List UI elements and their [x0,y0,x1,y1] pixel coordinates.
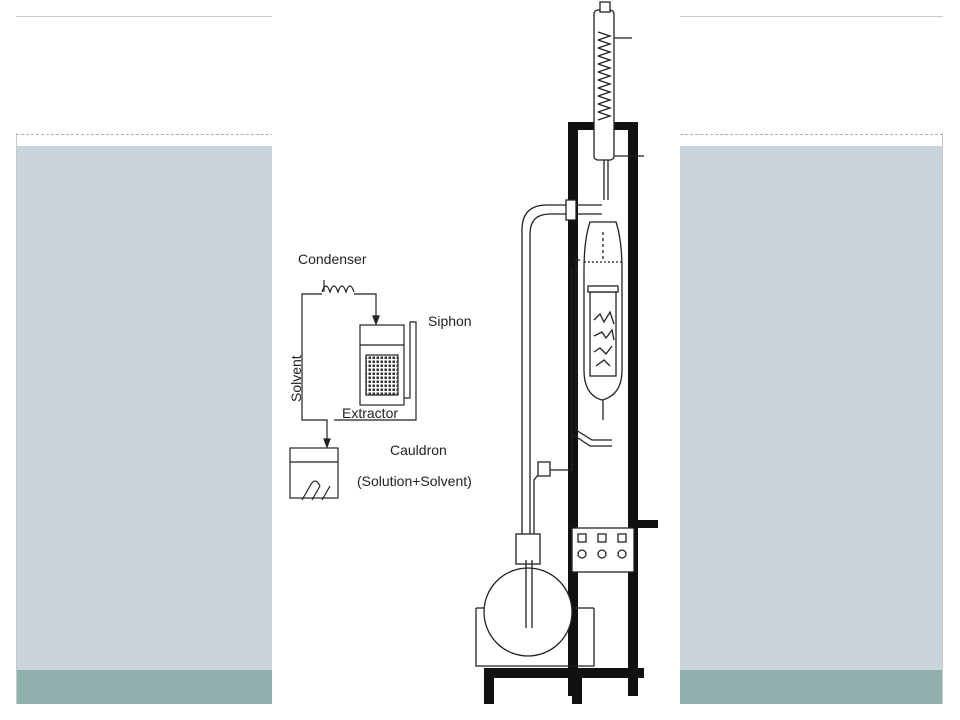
flask-neck [515,533,541,565]
soxhlet-illustration [289,1,658,704]
siphon-label: Siphon [428,313,472,329]
heating-bath [475,608,595,667]
cauldron-box [289,447,339,499]
extractor-sample [365,354,399,396]
solvent-line [301,293,328,443]
soxhlet-figure: Condenser Siphon Solvent Extractor Cauld… [272,0,680,720]
solvent-label: Solvent [288,355,304,402]
siphon-side-tube [575,259,612,441]
condenser-coil [321,285,355,294]
cauldron-label: Cauldron [390,442,447,458]
siphon-tube [334,321,417,421]
stand-base [484,668,644,678]
apparatus [475,1,658,704]
return-tube [533,430,573,548]
extractor-box [359,324,405,406]
schematic [289,280,417,501]
stand-clamp [628,520,658,528]
vapor-arm [521,204,602,544]
stand-post-right [628,122,638,696]
condenser-to-extractor-line [354,293,377,320]
extractor-label: Extractor [342,405,399,421]
round-flask [483,567,573,657]
solution-solvent-label: (Solution+Solvent) [357,473,472,489]
stand-post-left [568,122,578,696]
thimble-sample [593,310,615,367]
condenser-coil-column [597,31,613,121]
condenser-label: Condenser [298,251,367,267]
condenser-jacket [593,9,615,161]
